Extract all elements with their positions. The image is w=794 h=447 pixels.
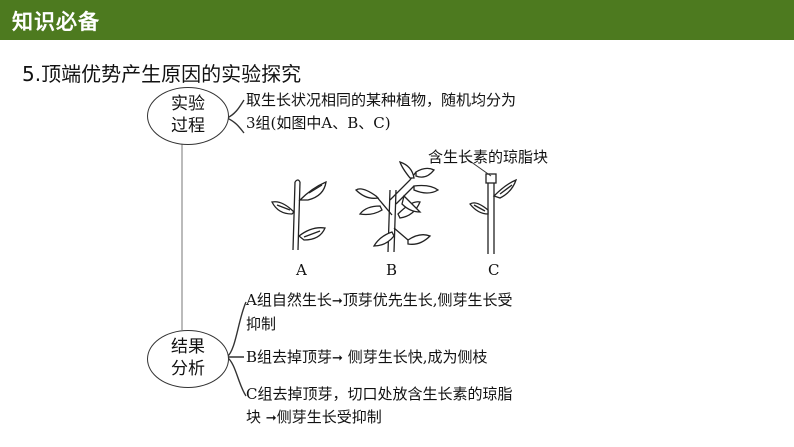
result-c-pre: 块: [246, 408, 262, 426]
process-bracket-lower: [226, 117, 245, 134]
result-bracket-top: [226, 301, 247, 358]
process-label-line1: 实验: [171, 94, 205, 114]
plant-b-illustration: [354, 160, 440, 253]
process-oval: 实验 过程: [147, 87, 229, 145]
header-bar: 知识必备: [0, 0, 794, 40]
section-heading: 5.顶端优势产生原因的实验探究: [22, 62, 302, 86]
result-label-line1: 结果: [171, 337, 205, 357]
plant-c-illustration: [469, 173, 518, 254]
arrow-icon: ➞: [331, 294, 343, 309]
result-label-line2: 分析: [171, 359, 205, 379]
result-c-line1: C组去掉顶芽，切口处放含生长素的琼脂: [246, 385, 513, 403]
process-text-line1: 取生长状况相同的某种植物，随机均分为: [246, 91, 517, 109]
agar-pointer-line: [466, 158, 492, 177]
header-title: 知识必备: [12, 10, 100, 34]
result-a-pre: A组自然生长: [246, 291, 332, 309]
result-b-post: 侧芽生长快,成为侧枝: [342, 348, 488, 366]
process-text-line2: 3组(如图中A、B、C): [246, 114, 391, 132]
result-group-c: C组去掉顶芽，切口处放含生长素的琼脂 块 ➞侧芽生长受抑制: [246, 383, 596, 430]
agar-block: [485, 173, 497, 184]
arrow-icon: ➞: [265, 411, 277, 426]
plant-label-b: B: [386, 261, 398, 279]
result-group-b: B组去掉顶芽➞ 侧芽生长快,成为侧枝: [246, 346, 596, 370]
result-b-pre: B组去掉顶芽: [246, 348, 333, 366]
result-a-post: 顶芽优先生长,侧芽生长受: [342, 291, 513, 309]
result-a-line2: 抑制: [246, 315, 277, 333]
result-group-a: A组自然生长➞顶芽优先生长,侧芽生长受 抑制: [246, 289, 596, 336]
arrow-icon: ➞: [332, 351, 343, 366]
result-bracket-bottom: [226, 356, 247, 397]
result-c-post: 侧芽生长受抑制: [276, 408, 382, 426]
agar-block-label: 含生长素的琼脂块: [428, 148, 549, 166]
result-oval: 结果 分析: [147, 330, 229, 388]
process-bracket: [226, 99, 245, 119]
plant-label-a: A: [296, 261, 307, 279]
plant-a-illustration: [271, 179, 327, 251]
process-description: 取生长状况相同的某种植物，随机均分为 3组(如图中A、B、C): [246, 89, 596, 135]
plant-label-c: C: [488, 261, 500, 279]
process-label-line2: 过程: [171, 116, 205, 136]
